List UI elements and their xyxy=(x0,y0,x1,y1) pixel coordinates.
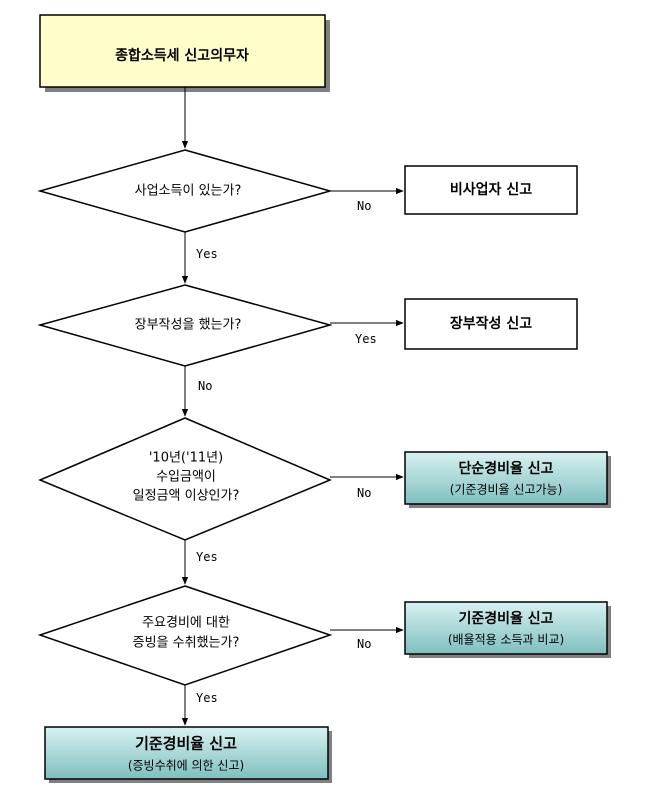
edge-label-d4-no: No xyxy=(357,637,371,651)
outcome-3-title: 단순경비율 신고 xyxy=(458,460,553,477)
outcome-3: 단순경비율 신고 (기준경비율 신고가능) xyxy=(404,451,611,508)
edge-label-d2-yes: Yes xyxy=(355,332,377,346)
start-label: 종합소득세 신고의무자 xyxy=(115,47,249,64)
outcome-2-title: 장부작성 신고 xyxy=(450,315,532,332)
decision-1-line-1: 사업소득이 있는가? xyxy=(135,184,242,199)
final-subtitle: (증빙수취에 의한 신고) xyxy=(128,759,244,773)
edge-label-d1-yes: Yes xyxy=(196,247,218,261)
outcome-2: 장부작성 신고 xyxy=(404,298,578,350)
edge-label-d1-no: No xyxy=(357,199,371,213)
decision-2: 장부작성을 했는가? xyxy=(37,284,333,367)
outcome-4: 기준경비율 신고 (배율적용 소득과 비교) xyxy=(404,601,611,658)
outcome-1: 비사업자 신고 xyxy=(404,165,578,215)
decision-3: '10년('11년) 수입금액이 일정금액 이상인가? xyxy=(38,417,332,541)
outcome-4-title: 기준경비율 신고 xyxy=(458,610,553,627)
outcome-4-subtitle: (배율적용 소득과 비교) xyxy=(448,633,564,647)
outcome-3-subtitle: (기준경비율 신고가능) xyxy=(450,483,563,497)
decision-2-line-1: 장부작성을 했는가? xyxy=(135,317,242,333)
decision-1: 사업소득이 있는가? xyxy=(37,149,333,233)
final-title: 기준경비율 신고 xyxy=(135,735,237,753)
decision-4: 주요경비에 대한 증빙을 수취했는가? xyxy=(37,585,333,686)
final-node: 기준경비율 신고 (증빙수취에 의한 신고) xyxy=(44,726,332,783)
decision-3-line-1: '10년('11년) xyxy=(149,451,223,466)
decision-4-line-1: 주요경비에 대한 xyxy=(142,616,230,631)
decision-3-line-2: 수입금액이 xyxy=(156,470,216,485)
start-node: 종합소득세 신고의무자 xyxy=(39,14,330,92)
edge-label-d2-no: No xyxy=(198,379,212,393)
edge-label-d3-yes: Yes xyxy=(196,550,218,564)
decision-4-line-2: 증빙을 수취했는가? xyxy=(133,635,240,651)
edge-label-d4-yes: Yes xyxy=(196,691,218,705)
decision-3-line-3: 일정금액 이상인가? xyxy=(133,489,240,504)
edge-label-d3-no: No xyxy=(357,486,371,500)
outcome-1-title: 비사업자 신고 xyxy=(450,182,532,198)
